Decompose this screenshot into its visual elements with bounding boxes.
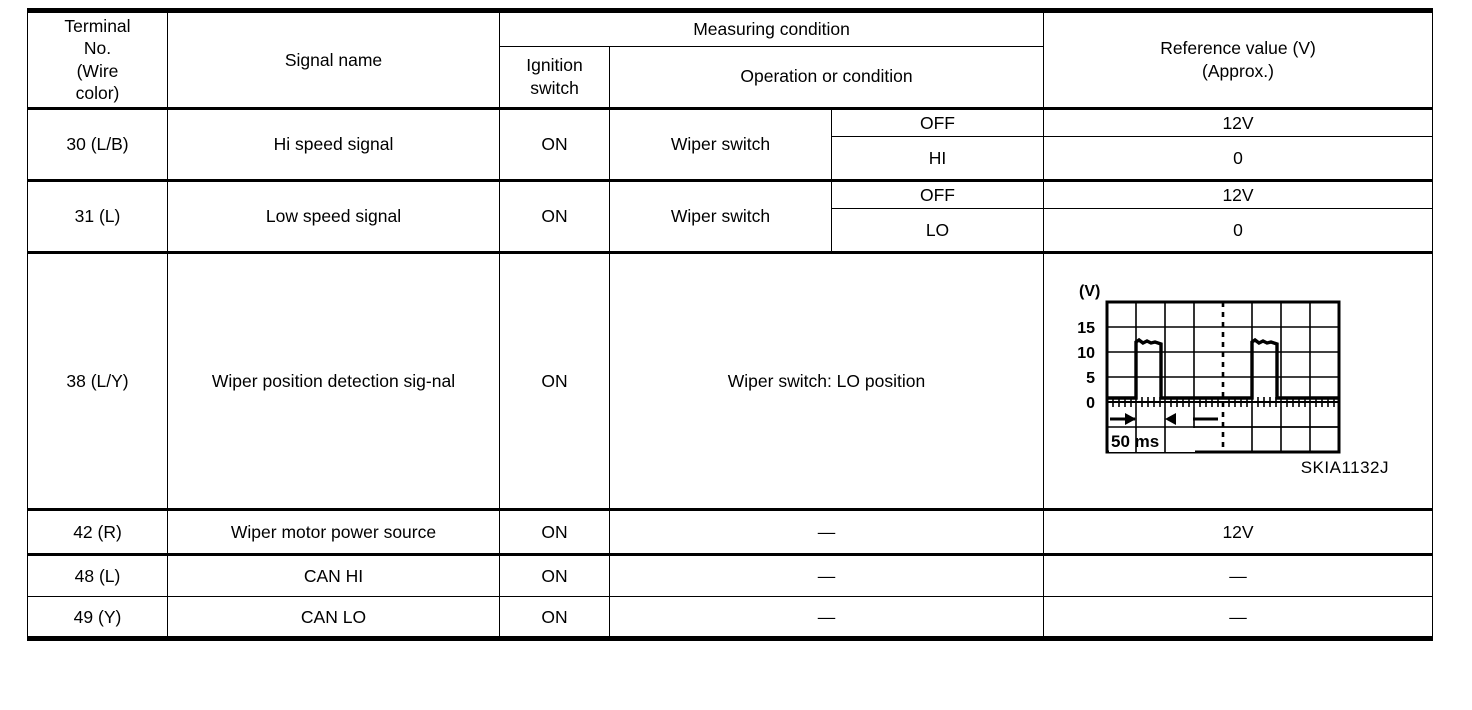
cell-terminal-no: 31 (L): [27, 178, 168, 254]
cell-signal-name: Low speed signal: [167, 178, 500, 254]
header-reference-value: Reference value (V) (Approx.): [1043, 10, 1434, 110]
figure-code-label: SKIA1132J: [1300, 457, 1390, 477]
cell-ignition-switch: ON: [499, 553, 610, 598]
waveform-ytick-0: 0: [1086, 395, 1095, 412]
table-header: Terminal No. (Wire color) Signal name Me…: [27, 10, 1434, 110]
cell-terminal-no: 49 (Y): [27, 596, 168, 640]
table-row: 30 (L/B) Hi speed signal ON Wiper switch…: [27, 107, 1434, 181]
cell-reference-value: 12V: [1043, 107, 1434, 137]
cell-operation-condition: Wiper switch: LO position: [608, 251, 1045, 512]
cell-terminal-no: 42 (R): [27, 508, 168, 556]
header-ignition-line-1: Ignition: [526, 55, 583, 76]
cell-ignition-switch: ON: [499, 107, 610, 181]
cell-condition-state: HI: [830, 135, 1045, 182]
cell-operation-condition: —: [608, 508, 1045, 556]
cell-signal-name: CAN LO: [167, 596, 500, 640]
header-terminal-line-3: (Wire: [76, 60, 119, 81]
cell-reference-value: —: [1043, 553, 1434, 598]
waveform-ytick-10: 10: [1077, 345, 1095, 362]
oscilloscope-figure: (V) 15 10 5 0: [1073, 276, 1403, 486]
cell-reference-value: 0: [1043, 135, 1434, 182]
table-row: HI 0: [28, 135, 1434, 182]
cell-signal-name: Hi speed signal: [167, 107, 500, 181]
waveform-svg: (V) 15 10 5 0: [1077, 283, 1341, 454]
terminal-spec-table: Terminal No. (Wire color) Signal name Me…: [27, 8, 1434, 642]
cell-terminal-no: 48 (L): [27, 553, 168, 598]
table-row: 38 (L/Y) Wiper position detection sig-na…: [27, 251, 1434, 512]
table-row: 48 (L) CAN HI ON — —: [27, 553, 1434, 598]
cell-condition-state: OFF: [830, 179, 1045, 210]
cell-terminal-no: 30 (L/B): [27, 107, 168, 181]
cell-reference-waveform: (V) 15 10 5 0: [1043, 251, 1434, 512]
table-body: 30 (L/B) Hi speed signal ON Wiper switch…: [27, 107, 1434, 640]
waveform-trace: [1107, 338, 1340, 401]
cell-condition-group: Wiper switch: [609, 107, 832, 181]
cell-operation-condition: —: [608, 553, 1045, 598]
table-row: LO 0: [28, 208, 1434, 255]
table-row: 42 (R) Wiper motor power source ON — 12V: [27, 508, 1434, 556]
header-operation-or-condition: Operation or condition: [608, 45, 1045, 110]
table-row: 31 (L) Low speed signal ON Wiper switch …: [27, 178, 1434, 254]
cell-ignition-switch: ON: [499, 178, 610, 254]
cell-reference-value: —: [1043, 596, 1434, 640]
header-terminal-line-4: color): [75, 83, 120, 104]
header-ignition-switch: Ignition switch: [499, 45, 610, 110]
cell-terminal-no: 38 (L/Y): [27, 251, 168, 512]
header-ignition-line-2: switch: [530, 77, 579, 98]
cell-condition-state: LO: [830, 208, 1045, 255]
cell-operation-condition: —: [608, 596, 1045, 640]
header-terminal-line-1: Terminal: [64, 16, 131, 36]
cell-condition-state: OFF: [830, 107, 1045, 137]
cell-reference-value: 12V: [1043, 508, 1434, 556]
cell-signal-name: CAN HI: [167, 553, 500, 598]
cell-condition-group: Wiper switch: [609, 178, 832, 254]
waveform-ytick-5: 5: [1086, 370, 1095, 387]
waveform-time-label: 50 ms: [1111, 432, 1159, 451]
header-signal-name: Signal name: [167, 10, 500, 110]
table-row: 49 (Y) CAN LO ON — —: [27, 596, 1434, 640]
waveform-unit-label: (V): [1079, 283, 1100, 300]
cell-ignition-switch: ON: [499, 251, 610, 512]
cell-ignition-switch: ON: [499, 508, 610, 556]
cell-signal-name: Wiper position detection sig-nal: [167, 251, 500, 512]
header-row-2: Ignition switch Operation or condition: [28, 45, 1433, 110]
cell-signal-name: Wiper motor power source: [167, 508, 500, 556]
header-terminal-no: Terminal No. (Wire color): [27, 10, 168, 110]
header-reference-line-2: (Approx.): [1202, 60, 1274, 81]
cell-signal-name-text: Wiper position detection sig-nal: [211, 371, 456, 392]
waveform-ytick-15: 15: [1077, 320, 1095, 337]
header-reference-line-1: Reference value (V): [1160, 38, 1316, 59]
cell-reference-value: 0: [1043, 208, 1434, 255]
cell-reference-value: 12V: [1043, 179, 1434, 210]
header-row-1: Terminal No. (Wire color) Signal name Me…: [27, 10, 1434, 110]
header-terminal-line-2: No.: [83, 38, 112, 59]
header-measuring-condition: Measuring condition: [498, 10, 1045, 47]
waveform-time-marker: [1110, 413, 1219, 426]
cell-ignition-switch: ON: [499, 596, 610, 640]
